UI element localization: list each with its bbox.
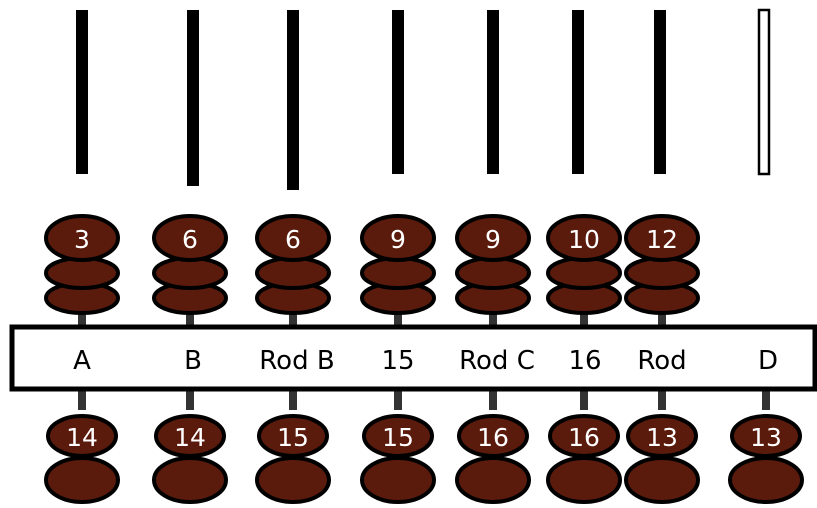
bar-label: Rod C xyxy=(459,346,535,376)
rod xyxy=(654,10,666,174)
bar-label: Rod xyxy=(637,346,686,376)
lower-bead-stacks: 14 14 15 15 16 16 13 13 xyxy=(44,414,804,504)
bead xyxy=(546,456,622,504)
bead xyxy=(255,456,331,504)
numbered-bead xyxy=(46,414,118,458)
rod-stub xyxy=(489,388,497,410)
bead xyxy=(255,256,331,290)
rod xyxy=(187,10,199,186)
bead-number: 9 xyxy=(485,225,501,254)
rod-stub xyxy=(394,308,402,328)
bead xyxy=(455,456,531,504)
numbered-bead xyxy=(257,414,329,458)
numbered-bead xyxy=(730,414,802,458)
numbered-bead xyxy=(455,214,531,262)
bead-number: 3 xyxy=(74,225,90,254)
bead-number: 15 xyxy=(382,423,414,452)
rod xyxy=(487,10,499,174)
bead xyxy=(624,456,700,504)
bar-label: Rod B xyxy=(259,346,334,376)
bead xyxy=(44,256,120,290)
rod-stub xyxy=(580,388,588,410)
bead-number: 6 xyxy=(285,225,301,254)
bead xyxy=(152,456,228,504)
bead xyxy=(152,256,228,290)
rod-stub xyxy=(658,388,666,410)
bead-number: 9 xyxy=(390,225,406,254)
bar-label: A xyxy=(73,346,91,376)
bead xyxy=(44,456,120,504)
bar-label: B xyxy=(184,346,202,376)
bead xyxy=(455,256,531,290)
rod-stub xyxy=(289,308,297,328)
numbered-bead xyxy=(44,214,120,262)
bead-number: 14 xyxy=(174,423,206,452)
rod-stub xyxy=(186,388,194,410)
rod-stubs xyxy=(78,308,770,410)
rod-stub xyxy=(289,388,297,410)
bead xyxy=(624,256,700,290)
numbered-bead xyxy=(152,214,228,262)
upper-bead-stacks: 3 6 6 9 9 10 12 xyxy=(44,214,700,315)
bead-number: 13 xyxy=(750,423,782,452)
bead xyxy=(360,256,436,290)
upper-rods xyxy=(76,8,771,190)
bead-number: 16 xyxy=(477,423,509,452)
rod xyxy=(572,10,584,174)
bead xyxy=(360,456,436,504)
bead-number: 14 xyxy=(66,423,98,452)
numbered-bead xyxy=(546,214,622,262)
numbered-bead xyxy=(360,214,436,262)
rod-stub xyxy=(489,308,497,328)
rod xyxy=(287,10,299,190)
empty-rod xyxy=(757,8,771,176)
bar-label: 16 xyxy=(568,346,601,376)
bar-frame xyxy=(9,324,817,392)
numbered-bead xyxy=(548,414,620,458)
reckoning-bar: A B Rod B 15 Rod C 16 Rod D xyxy=(9,324,817,392)
rod-stub xyxy=(580,308,588,328)
rod xyxy=(392,10,404,174)
numbered-bead xyxy=(362,414,434,458)
rod-stub xyxy=(394,388,402,410)
bead xyxy=(546,256,622,290)
numbered-bead xyxy=(626,414,698,458)
numbered-bead xyxy=(154,414,226,458)
rod-stub xyxy=(762,388,770,410)
rod xyxy=(76,10,88,174)
numbered-bead xyxy=(255,214,331,262)
bead-number: 10 xyxy=(568,225,600,254)
bead-number: 15 xyxy=(277,423,309,452)
bar-label: 15 xyxy=(381,346,414,376)
rod-stub xyxy=(658,308,666,328)
numbered-bead xyxy=(624,214,700,262)
rod-stub xyxy=(186,308,194,328)
rod-stub xyxy=(78,308,86,328)
bead-number: 12 xyxy=(646,225,678,254)
bead xyxy=(728,456,804,504)
bar-label: D xyxy=(758,346,778,376)
numbered-bead xyxy=(457,414,529,458)
bead-number: 6 xyxy=(182,225,198,254)
bead-number: 13 xyxy=(646,423,678,452)
rod-stub xyxy=(78,388,86,410)
bead-number: 16 xyxy=(568,423,600,452)
